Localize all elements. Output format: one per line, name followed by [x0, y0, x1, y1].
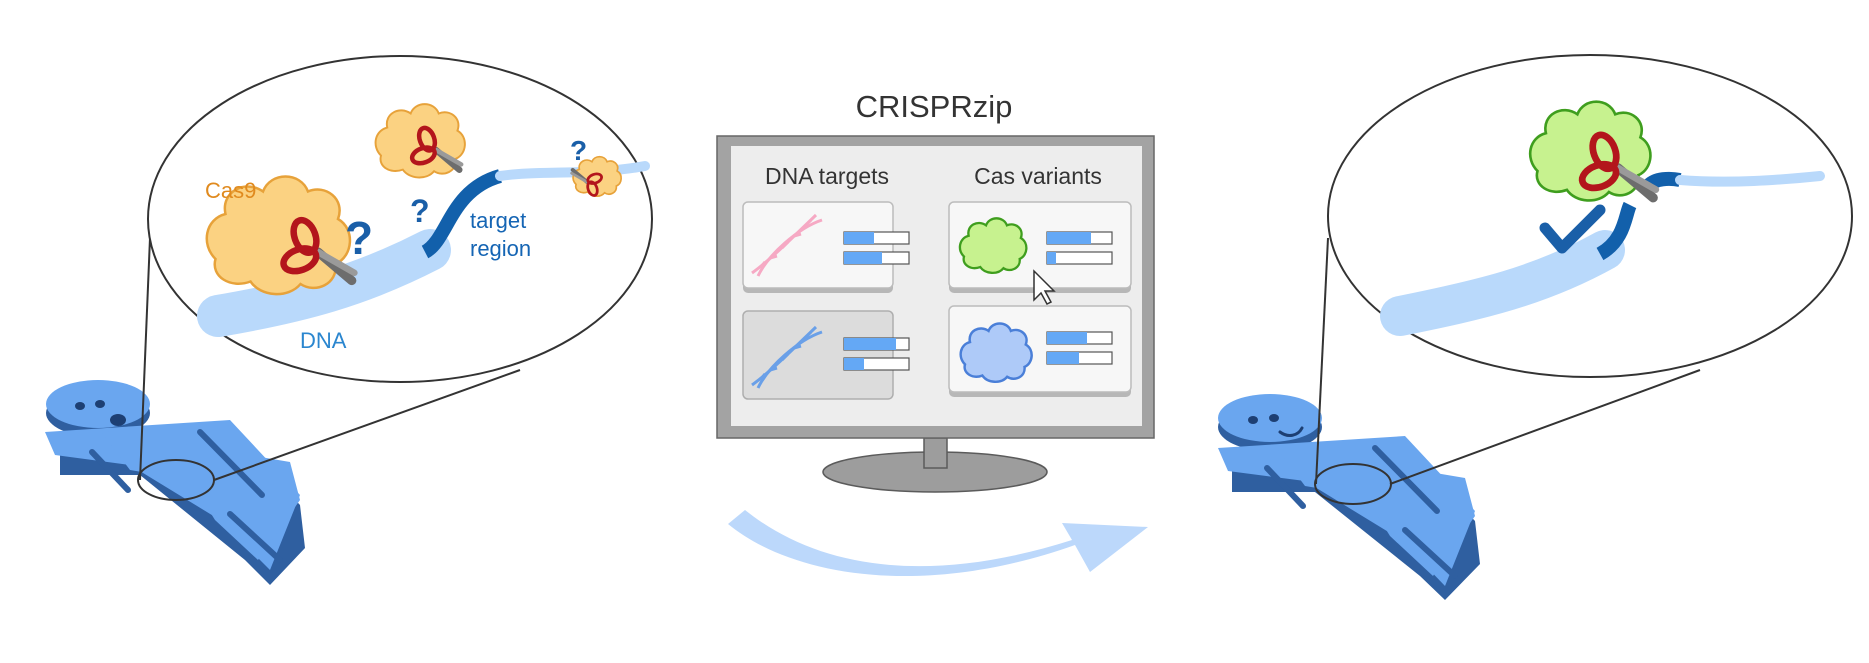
dna-target-card-1[interactable]: [742, 201, 910, 293]
question-mark-icon: ?: [570, 135, 587, 166]
stat-bars: [843, 231, 910, 265]
stat-bars: [1046, 231, 1113, 265]
right-target-region: [1596, 201, 1637, 261]
question-mark-icon: ?: [345, 212, 373, 264]
monitor: CRISPRzip DNA targets Cas variants: [716, 89, 1155, 493]
cas9-label: Cas9: [205, 178, 256, 203]
left-zoom-bubble: Cas9 target region DNA ? ? ?: [139, 55, 653, 481]
right-person: [1218, 394, 1480, 600]
target-label-line2: region: [470, 236, 531, 261]
stat-bars: [843, 337, 910, 371]
dna-helix-icon: [751, 325, 823, 389]
left-dna-strand: [197, 229, 451, 337]
dna-target-card-2[interactable]: [742, 310, 910, 400]
left-target-region: [421, 169, 503, 259]
question-mark-icon: ?: [410, 193, 430, 229]
cas-variants-header: Cas variants: [974, 163, 1102, 189]
green-protein-icon: [958, 217, 1028, 275]
blue-protein-icon: [959, 322, 1033, 384]
right-zoom-bubble: [1315, 54, 1853, 485]
cas-variant-card-2[interactable]: [948, 305, 1132, 397]
left-person: [45, 380, 305, 585]
dna-label: DNA: [300, 328, 347, 353]
dna-helix-icon: [751, 213, 823, 277]
mouse-cursor-icon: [1033, 269, 1056, 305]
dna-targets-header: DNA targets: [765, 163, 889, 189]
stat-bars: [1046, 331, 1113, 365]
app-title: CRISPRzip: [856, 89, 1013, 124]
right-dna-strand: [1380, 230, 1625, 336]
cas-variant-card-1[interactable]: [948, 201, 1132, 305]
checkmark-icon: [1539, 204, 1606, 254]
progress-arrow-icon: [728, 510, 1148, 577]
target-label-line1: target: [470, 208, 526, 233]
